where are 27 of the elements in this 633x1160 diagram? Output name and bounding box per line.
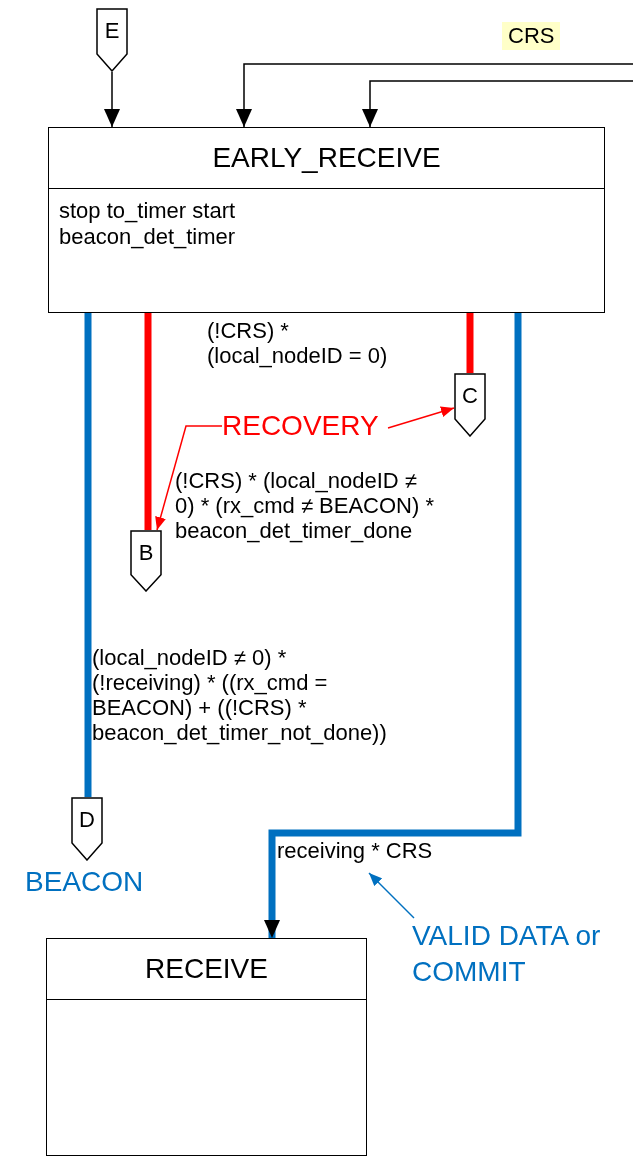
state-box (46, 938, 367, 1156)
annotation-text: VALID DATA or COMMIT (412, 918, 632, 994)
connector-symbol (454, 373, 486, 437)
leader-arrow (155, 425, 223, 531)
leader-arrow (368, 872, 415, 919)
state-box (48, 127, 605, 313)
transition-line (84, 313, 92, 797)
connector-symbol (96, 8, 128, 72)
transition-arrow (264, 313, 522, 938)
transition-arrow (104, 71, 120, 128)
connector-symbol (71, 797, 103, 861)
connector-symbol (130, 530, 162, 592)
transition-arrow (362, 80, 633, 128)
connector-letter: B (137, 540, 155, 566)
connector-letter: D (78, 807, 96, 833)
transition-line (466, 313, 474, 373)
leader-arrow (387, 406, 455, 429)
connector-letter: C (461, 383, 479, 409)
state-name: EARLY_RECEIVE (49, 128, 604, 189)
state-name: RECEIVE (47, 939, 366, 1000)
transition-line (144, 313, 152, 530)
connector-letter: E (103, 18, 121, 44)
state-actions: stop to_timer start beacon_det_timer (59, 198, 237, 250)
signal-label: CRS (502, 22, 561, 50)
annotation-text: RECOVERY (222, 408, 388, 444)
connector-caption: BEACON (25, 866, 144, 898)
transition-arrow (236, 63, 633, 128)
